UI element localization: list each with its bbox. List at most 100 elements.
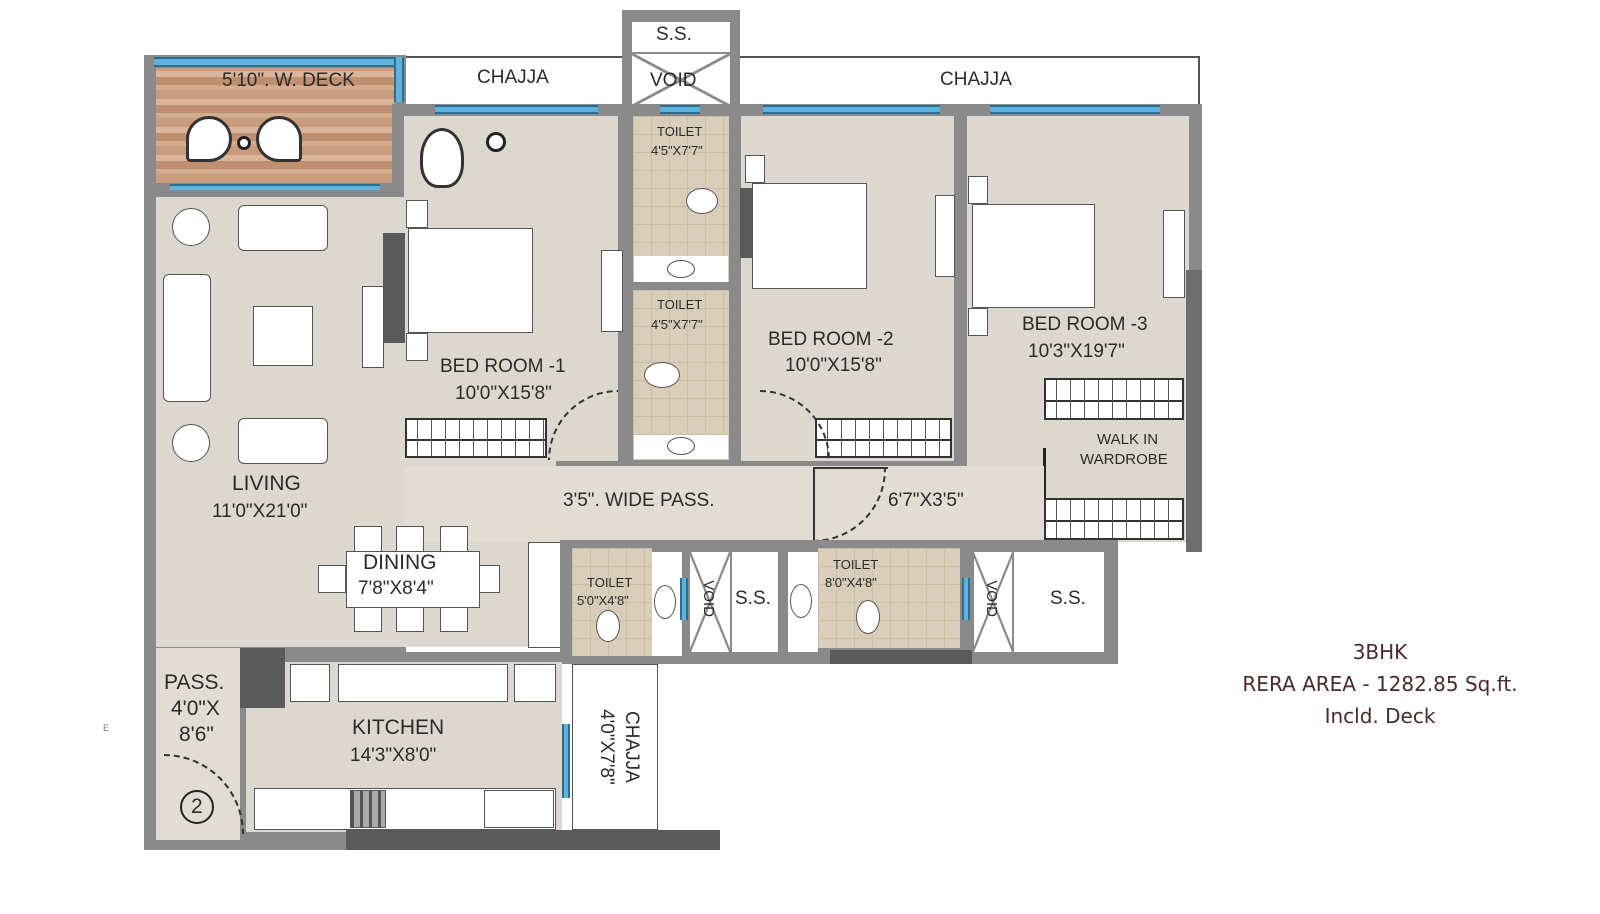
side-table-icon: [486, 132, 506, 152]
unit-info: 3BHK RERA AREA - 1282.85 Sq.ft. Incld. D…: [1230, 636, 1530, 732]
washbasin-icon: [667, 437, 695, 455]
void-top: [632, 54, 730, 106]
toilet-4-floor: [818, 548, 960, 648]
entry-passage-line3: 8'6": [179, 723, 214, 746]
washbasin-icon: [790, 584, 812, 618]
stray-mark: E: [103, 723, 110, 733]
bedroom-1-label: BED ROOM -1: [440, 356, 566, 377]
washing-machine-icon: [514, 664, 556, 702]
kitchen-label: KITCHEN: [352, 716, 445, 739]
ss-top-label: S.S.: [656, 24, 692, 45]
cabinet-icon: [528, 542, 562, 648]
bedroom-2-wall-panel: [740, 188, 752, 258]
wc-icon: [686, 188, 718, 214]
window-bed3: [990, 105, 1160, 114]
bed-icon: [752, 183, 867, 289]
toilet-2-floor: [633, 290, 729, 460]
toilet-1-floor: [633, 116, 729, 282]
dining-chair-icon: [396, 526, 424, 554]
dining-chair-icon: [354, 604, 382, 632]
washbasin-icon: [667, 260, 695, 278]
ss-mid: [732, 552, 778, 652]
window-toilet-4: [962, 578, 970, 620]
dining-size: 7'8"X8'4": [358, 578, 434, 599]
service-bottom-wall: [830, 650, 972, 664]
walk-in-wardrobe-line2: WARDROBE: [1080, 451, 1168, 468]
sofa-icon: [163, 274, 211, 402]
dining-chair-icon: [318, 565, 346, 593]
toilet-1-label: TOILET: [657, 124, 703, 139]
void-mid: [690, 552, 730, 652]
side-table-icon: [745, 155, 765, 183]
deck-glass-right: [394, 57, 404, 102]
side-table-icon: [968, 308, 988, 336]
toilet-1-size: 4'5"X7'7": [651, 143, 703, 158]
side-table-icon: [406, 200, 428, 228]
living-label: LIVING: [232, 472, 301, 495]
kitchen-column: [240, 648, 285, 708]
sofa-icon: [238, 205, 328, 251]
tv-unit-icon: [935, 195, 955, 277]
tv-unit-icon: [601, 250, 623, 332]
cooktop-icon: [350, 790, 386, 828]
wardrobe-bedroom-3-bottom: [1044, 498, 1184, 540]
chajja-kitchen-size: 4'0"X7'8": [595, 709, 617, 785]
bottom-wall: [346, 830, 720, 850]
wc-icon: [596, 610, 620, 642]
walk-in-wardrobe-line1: WALK IN: [1097, 431, 1159, 448]
passage-bed3-head: [813, 467, 888, 469]
lamp-icon: [172, 208, 210, 246]
wardrobe-partition: [1043, 448, 1046, 540]
kitchen-top-wall: [285, 652, 568, 662]
window-toilet-3: [680, 578, 688, 620]
chair-icon: [186, 116, 232, 162]
toilet-3-floor: [572, 548, 652, 656]
toilet-3-size: 5'0"X4'8": [577, 593, 629, 608]
entry-marker: [180, 790, 214, 824]
wc-icon: [644, 362, 680, 388]
void-right-label: VOID: [982, 580, 1000, 617]
ss-right: [1014, 552, 1104, 652]
chajja-kitchen-label: CHAJJA: [620, 711, 642, 783]
dining-chair-icon: [354, 526, 382, 554]
sofa-icon: [238, 418, 328, 464]
tv-unit-icon: [362, 286, 384, 368]
wardrobe-bedroom-2: [815, 418, 952, 458]
wide-passage-label: 3'5". WIDE PASS.: [563, 490, 715, 511]
kitchen-size: 14'3"X8'0": [350, 745, 437, 766]
side-table-icon: [406, 333, 428, 361]
ss-mid-label: S.S.: [735, 588, 771, 609]
window-kitchen: [562, 724, 570, 798]
toilet-2-size: 4'5"X7'7": [651, 317, 703, 332]
area-note: Incld. Deck: [1324, 704, 1436, 728]
toilet-3-label: TOILET: [587, 575, 633, 590]
dining-label: DINING: [363, 551, 437, 574]
bedroom-2-size: 10'0"X15'8": [785, 355, 882, 376]
chajja-top-right-label: CHAJJA: [940, 69, 1012, 90]
chair-icon: [256, 116, 302, 162]
bedroom-2-label: BED ROOM -2: [768, 329, 894, 350]
passage-bed3-size: 6'7"X3'5": [888, 490, 964, 511]
fridge-icon: [290, 664, 330, 702]
bed-icon: [972, 204, 1095, 308]
window-bed1: [435, 105, 598, 114]
washbasin-icon: [654, 585, 676, 619]
window-toilet1: [660, 105, 700, 114]
ss-right-label: S.S.: [1050, 588, 1086, 609]
dining-chair-icon: [440, 604, 468, 632]
unit-type: 3BHK: [1352, 640, 1408, 664]
side-table-icon: [968, 176, 988, 204]
chajja-top-left-label: CHAJJA: [477, 67, 549, 88]
rera-area: RERA AREA - 1282.85 Sq.ft.: [1242, 672, 1518, 696]
toilet-2-label: TOILET: [657, 297, 703, 312]
coffee-table-icon: [253, 306, 313, 366]
bedroom-1-size: 10'0"X15'8": [455, 383, 552, 404]
entry-passage-line2: 4'0"X: [171, 697, 220, 720]
bedroom-1-wall-panel: [383, 233, 405, 343]
sink-icon: [484, 790, 554, 828]
entry-passage-line1: PASS.: [164, 671, 225, 694]
deck-glass-top: [154, 57, 404, 67]
bedroom-3-right-wall: [1186, 270, 1202, 552]
void-top-label: VOID: [650, 70, 697, 91]
wardrobe-bedroom-1: [405, 418, 547, 458]
